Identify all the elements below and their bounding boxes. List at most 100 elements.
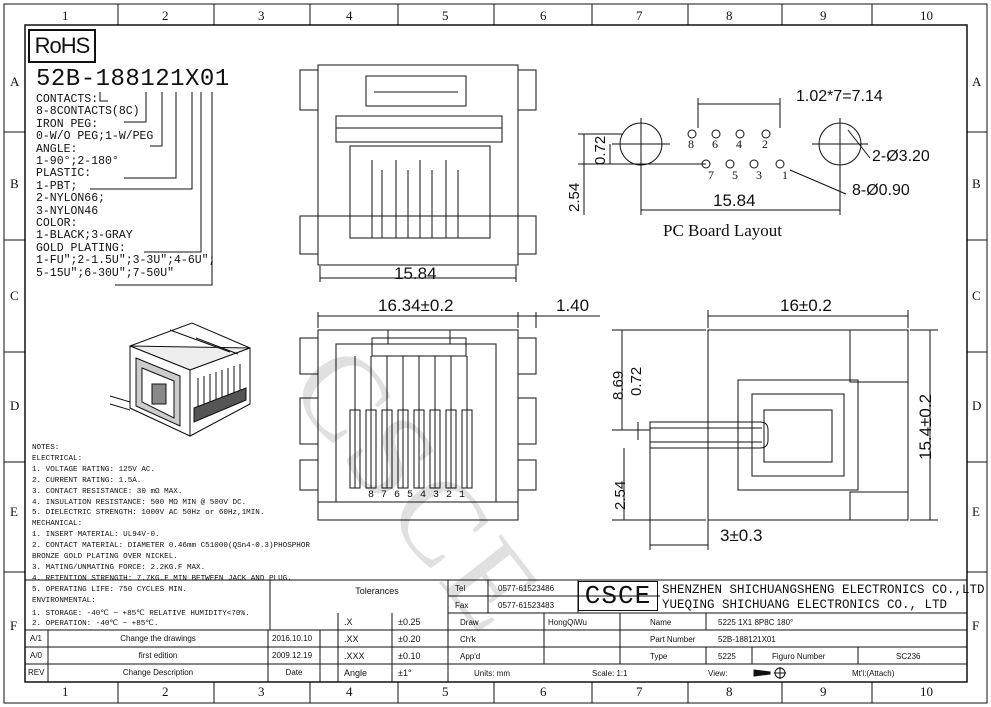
fax-value: 0577-61523483	[498, 601, 555, 610]
pcb-pin-number: 4	[736, 137, 742, 151]
zone-row-right: B	[972, 176, 981, 191]
side-tail-dim: 3±0.3	[720, 526, 763, 545]
part-option-line: IRON PEG:	[36, 117, 99, 131]
rohs-badge: RoHS	[28, 29, 96, 63]
note-line: 5. OPERATING LIFE: 750 CYCLES MIN.	[32, 585, 187, 594]
note-line: ENVIRONMENTAL:	[32, 596, 96, 605]
part-option-line: PLASTIC:	[36, 167, 92, 181]
pcb-pin-number: 1	[782, 168, 788, 182]
note-line: ELECTRICAL:	[32, 454, 83, 463]
zone-row-right: F	[972, 618, 980, 633]
pcb-pin-number: 5	[732, 168, 738, 182]
zone-col-top: 10	[920, 8, 933, 23]
top-width-dim: 15.84	[394, 264, 437, 283]
units-label: Units: mm	[474, 669, 510, 678]
zone-col-top: 2	[162, 8, 169, 23]
chk-label: Ch'k	[460, 635, 476, 644]
pin-hole-dim: 8-Ø0.90	[852, 182, 910, 199]
part-option-line: 0-W/O PEG;1-W/PEG	[36, 130, 154, 144]
connector-3d-illustration	[109, 322, 251, 437]
pcb-pin-number: 3	[756, 168, 762, 182]
name-value: 5225 1X1 8P8C 180°	[718, 618, 794, 627]
zone-col-top: 9	[820, 8, 827, 23]
revision-id: A/1	[30, 634, 43, 643]
zone-row-left: D	[10, 398, 20, 413]
note-line: 4. INSULATION RESISTANCE: 500 MΩ MIN @ 5…	[32, 498, 247, 507]
zone-col-top: 4	[346, 8, 353, 23]
part-number-label: Part Number	[650, 635, 696, 644]
tolerance-key: .XX	[344, 634, 359, 644]
pcb-width-dim: 15.84	[713, 191, 756, 210]
part-option-line: 3-NYLON46	[36, 204, 99, 218]
part-option-line: 1-FU";2-1.5U";3-3U";4-6U";	[36, 254, 216, 268]
part-code: 52B-188121X01	[36, 66, 230, 93]
company-logo: CSCE	[578, 581, 658, 611]
note-line: MECHANICAL:	[32, 520, 83, 529]
rev-header: REV	[28, 668, 45, 677]
zone-col-bottom: 7	[636, 684, 643, 699]
part-option-line: ANGLE:	[36, 142, 78, 156]
note-line: 2. OPERATION: -40℃ ~ +85℃.	[32, 620, 159, 629]
part-option-line: 1-PBT;	[36, 179, 78, 193]
zone-row-left: A	[10, 74, 20, 89]
company-name-2: YUEQING SHICHUANG ELECTRONICS CO., LTD	[662, 598, 948, 612]
view-label: View:	[708, 669, 728, 678]
zone-row-right: E	[972, 504, 980, 519]
zone-col-bottom: 6	[540, 684, 547, 699]
note-line: 5. DIELECTRIC STRENGTH: 1000V AC 50Hz or…	[32, 509, 265, 518]
note-line: 1. STORAGE: -40℃ ~ +85℃ RELATIVE HUMIDIT…	[32, 609, 250, 618]
peg-hole-dim: 2-Ø3.20	[872, 148, 930, 165]
tolerances-label: Tolerances	[355, 586, 399, 596]
pitch-dim: 1.02*7=7.14	[796, 88, 883, 105]
fax-label: Fax	[455, 601, 469, 610]
pcb-pin-number: 6	[712, 137, 718, 151]
front-width-dim: 16.34±0.2	[378, 296, 454, 315]
part-option-line: 5-15U";6-30U";7-50U"	[36, 266, 175, 280]
zone-row-left: F	[10, 618, 18, 633]
tolerance-key: .XXX	[344, 651, 365, 661]
material-label: Mt'l:(Attach)	[852, 669, 895, 678]
zone-col-top: 3	[258, 8, 265, 23]
zone-col-bottom: 10	[920, 684, 933, 699]
zone-col-bottom: 2	[162, 684, 169, 699]
revision-description: first edition	[138, 651, 178, 660]
part-option-line: 1-BLACK;3-GRAY	[36, 229, 133, 243]
tel-label: Tel	[455, 584, 466, 593]
front-offset-dim: 1.40	[556, 296, 590, 315]
part-option-line: GOLD PLATING:	[36, 241, 126, 255]
tolerance-value: ±1°	[398, 668, 412, 678]
note-line: 2. CURRENT RATING: 1.5A.	[32, 476, 142, 485]
pcb-pin-number: 2	[762, 137, 768, 151]
zone-col-bottom: 8	[726, 684, 733, 699]
zone-row-left: C	[10, 288, 19, 303]
company-name-1: SHENZHEN SHICHUANGSHENG ELECTRONICS CO.,…	[662, 583, 985, 597]
note-line: 1. VOLTAGE RATING: 125V AC.	[32, 465, 156, 474]
note-line: 4. RETENTION STRENGTH: 7.7KG.F MIN BETWE…	[32, 574, 292, 583]
zone-row-right: C	[972, 288, 981, 303]
zone-row-right: D	[972, 398, 982, 413]
pcb-pin-number: 8	[688, 137, 694, 151]
rev-date-header: Date	[285, 668, 303, 677]
revision-date: 2016.10.10	[272, 634, 313, 643]
revision-id: A/0	[30, 651, 43, 660]
zone-row-left: E	[10, 504, 18, 519]
scale-label: Scale: 1:1	[592, 669, 628, 678]
zone-row-right: A	[972, 74, 982, 89]
draw-value: HongQiWu	[548, 618, 587, 627]
note-line: NOTES:	[32, 444, 60, 452]
part-number-value: 52B-188121X01	[718, 635, 776, 644]
zone-row-left: B	[10, 176, 19, 191]
note-line: 1. INSERT MATERIAL: UL94V-0.	[32, 531, 160, 540]
zone-col-top: 7	[636, 8, 643, 23]
type-label: Type	[650, 652, 668, 661]
zone-col-bottom: 9	[820, 684, 827, 699]
tolerance-value: ±0.10	[398, 651, 421, 661]
zone-col-bottom: 4	[346, 684, 353, 699]
zone-col-bottom: 3	[258, 684, 265, 699]
zone-col-top: 8	[726, 8, 733, 23]
